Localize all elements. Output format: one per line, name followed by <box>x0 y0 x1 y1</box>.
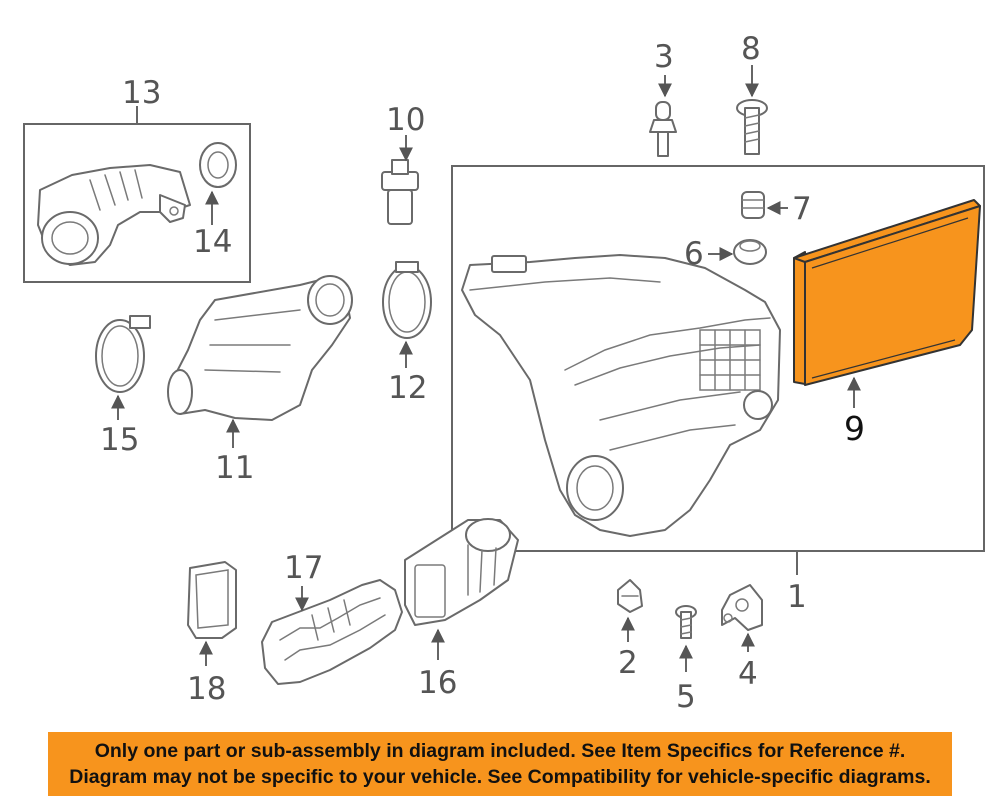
part-7-grommet[interactable] <box>741 191 765 219</box>
callout-13: 13 <box>122 75 161 111</box>
callout-7: 7 <box>792 191 812 227</box>
callout-3: 3 <box>654 39 674 75</box>
part-16-air-duct[interactable] <box>404 518 519 626</box>
callout-17: 17 <box>284 550 323 586</box>
callout-6: 6 <box>684 236 704 272</box>
part-3-pin-clip[interactable] <box>649 101 677 157</box>
part-11-intake-hose[interactable] <box>167 275 353 421</box>
callout-2: 2 <box>618 645 638 681</box>
callout-8: 8 <box>741 31 761 67</box>
parts-diagram: 13 3 8 10 14 7 6 9 12 15 11 1 2 5 4 18 1… <box>23 31 985 715</box>
callout-11: 11 <box>215 450 254 486</box>
part-6-mount-bushing[interactable] <box>733 239 767 265</box>
part-2-clip[interactable] <box>617 579 643 613</box>
disclaimer-banner: Only one part or sub-assembly in diagram… <box>48 732 952 796</box>
callout-12: 12 <box>388 370 427 406</box>
part-9-air-filter-element[interactable] <box>793 199 981 386</box>
callout-10: 10 <box>386 102 425 138</box>
part-15-hose-clamp[interactable] <box>95 315 151 393</box>
callout-16: 16 <box>418 665 457 701</box>
part-5-bolt[interactable] <box>675 605 697 639</box>
part-1-air-cleaner-housing[interactable] <box>461 254 781 537</box>
part-18-seal[interactable] <box>187 561 237 639</box>
callout-9: 9 <box>844 409 865 448</box>
callout-labels: 13 3 8 10 14 7 6 9 12 15 11 1 2 5 4 18 1… <box>100 31 865 715</box>
part-10-mass-air-flow-sensor[interactable] <box>381 159 419 225</box>
leader-lines <box>111 65 861 672</box>
callout-5: 5 <box>676 679 696 715</box>
disclaimer-line-2: Diagram may not be specific to your vehi… <box>69 766 931 788</box>
part-4-bracket[interactable] <box>721 584 763 631</box>
part-8-bolt[interactable] <box>736 99 768 155</box>
part-12-hose-clamp[interactable] <box>382 261 432 339</box>
part-17-air-duct[interactable] <box>261 579 403 685</box>
part-13-intake-duct[interactable] <box>37 164 191 266</box>
callout-1: 1 <box>787 579 807 615</box>
callout-15: 15 <box>100 422 139 458</box>
callout-4: 4 <box>738 656 758 692</box>
callout-18: 18 <box>187 671 226 707</box>
disclaimer-line-1: Only one part or sub-assembly in diagram… <box>94 740 906 762</box>
group-box-1 <box>451 165 985 552</box>
callout-14: 14 <box>193 224 232 260</box>
part-14-seal-ring[interactable] <box>199 142 237 188</box>
